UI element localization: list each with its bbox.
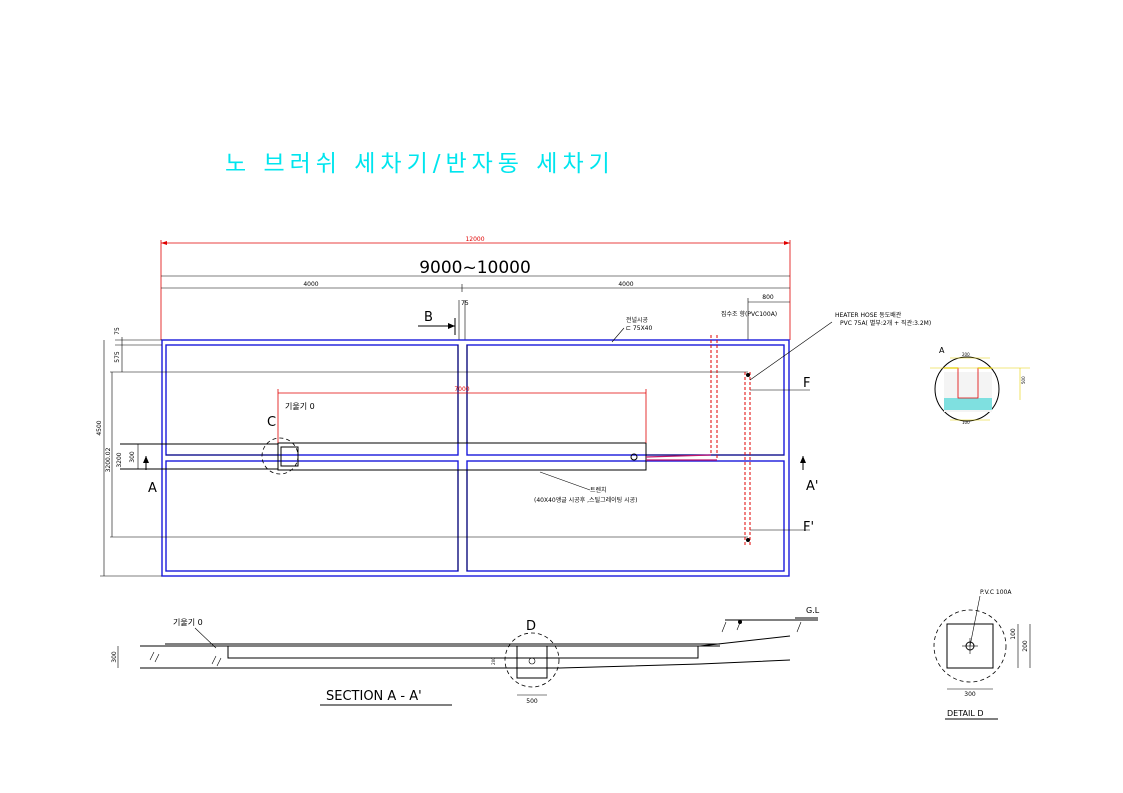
label-d: D bbox=[526, 619, 536, 634]
detail-d-h1: 100 bbox=[1010, 628, 1017, 640]
dim-pit-width: 500 bbox=[526, 698, 538, 705]
detail-a: A 200 100 500 bbox=[930, 346, 1030, 425]
dim-trench-length: 7000 bbox=[454, 386, 469, 393]
dim-right-offset: 800 bbox=[762, 294, 774, 301]
note-channel: ⊏ 75X40 bbox=[626, 325, 652, 332]
detail-d-h2: 200 bbox=[1022, 640, 1029, 652]
note-trench-1: 트렌치 bbox=[590, 486, 607, 494]
note-drain: 집수조 향(PVC100A) bbox=[721, 310, 777, 318]
dim-right: 4000 bbox=[618, 281, 633, 288]
label-f: F bbox=[803, 376, 810, 391]
label-b: B bbox=[424, 310, 433, 325]
section-b-marker: B bbox=[418, 310, 456, 335]
gl-label: G.L bbox=[806, 606, 820, 615]
dim-height-total: 4500 bbox=[96, 420, 103, 435]
dim-trench-width: 300 bbox=[129, 451, 136, 463]
dim-range: 9000~10000 bbox=[419, 258, 531, 278]
note-trench-2: (40X40앵글 시공후 ,스틸그레이팅 시공) bbox=[534, 496, 637, 504]
label-a: A bbox=[148, 481, 157, 496]
note-heater-2: PVC 75A( 별부:2개 + 직관:3.2M) bbox=[840, 319, 931, 327]
label-a-prime: A' bbox=[806, 479, 818, 494]
detail-a-dim-1: 200 bbox=[962, 352, 970, 357]
dim-height-inner2: 3200 bbox=[116, 452, 123, 467]
dim-pit-depth: 200 bbox=[491, 657, 496, 665]
plan-view: 7000 C 기울기 0 4500 3200.02 75 575 3200 30… bbox=[96, 327, 818, 577]
detail-caption: DETAIL D bbox=[947, 709, 983, 718]
dim-height-inner: 3200.02 bbox=[105, 447, 112, 472]
slope-section-label: 기울기 0 bbox=[173, 618, 203, 627]
slope-top-label: 기울기 0 bbox=[285, 402, 315, 411]
detail-a-mark: A bbox=[939, 346, 945, 355]
plan-notes: 전널시공 ⊏ 75X40 집수조 향(PVC100A) HEATER HOSE … bbox=[534, 310, 931, 504]
detail-d-width: 300 bbox=[964, 691, 976, 698]
dim-left-top: 75 bbox=[114, 327, 121, 335]
dim-gap: 75 bbox=[461, 300, 469, 307]
label-f-prime: F' bbox=[803, 520, 814, 535]
note-panel: 전널시공 bbox=[626, 316, 649, 324]
dim-left-mid: 575 bbox=[114, 351, 121, 363]
dim-section-depth: 300 bbox=[111, 651, 118, 663]
detail-a-dim-3: 500 bbox=[1021, 376, 1026, 384]
detail-a-dim-2: 100 bbox=[962, 420, 970, 425]
label-c: C bbox=[267, 415, 276, 430]
section-a-a: 300 기울기 0 D 200 500 G.L SECTION A - A' bbox=[111, 606, 820, 706]
dim-total: 12000 bbox=[465, 236, 484, 243]
detail-d: P.V.C 100A 100 200 300 DETAIL D bbox=[933, 589, 1031, 720]
dim-left: 4000 bbox=[303, 281, 318, 288]
top-dimensions: 12000 9000~10000 4000 4000 800 75 bbox=[160, 236, 791, 340]
drawing-title: 노 브러쉬 세차기/반자동 세차기 bbox=[225, 151, 615, 177]
section-caption: SECTION A - A' bbox=[326, 689, 422, 704]
note-pvc: P.V.C 100A bbox=[980, 589, 1012, 596]
note-heater-1: HEATER HOSE 동도배관 bbox=[835, 311, 902, 319]
